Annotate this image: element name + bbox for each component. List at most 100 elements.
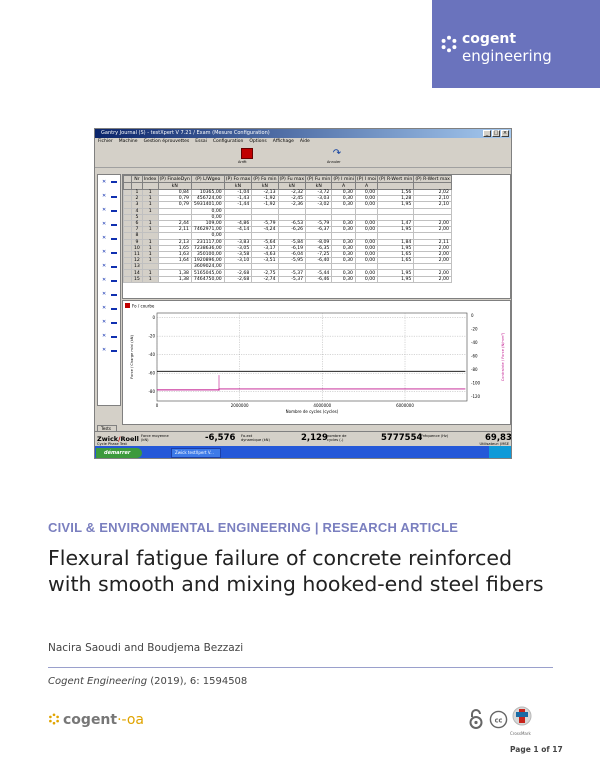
cogent-oa-flower-icon xyxy=(49,713,59,725)
unit-cell: kN xyxy=(157,182,192,190)
chart-title-icon xyxy=(125,303,130,308)
dynamic-value: 2,129 xyxy=(301,433,328,443)
tree-branch xyxy=(111,350,117,352)
svg-text:cc: cc xyxy=(495,716,503,724)
table-cell: 15 xyxy=(131,275,143,283)
y2-tick-label: -120 xyxy=(471,394,481,399)
window-buttons: _ □ × xyxy=(483,130,509,137)
taskbar: démarrer Zwick testXpert V... xyxy=(95,446,511,458)
tab-tests: Tests xyxy=(97,425,117,431)
tree-node-icon: ✕ xyxy=(102,193,107,199)
undo-icon: ↷ xyxy=(332,148,342,159)
unit-cell: kN xyxy=(277,182,307,190)
minimize-icon: _ xyxy=(483,130,491,137)
table-cell: 3609024,00 xyxy=(190,263,225,271)
menu-item: Options xyxy=(249,139,267,144)
tree-node-icon: ✕ xyxy=(102,319,107,325)
tree-node-icon: ✕ xyxy=(102,249,107,255)
brand-word-engineering: engineering xyxy=(462,47,552,65)
y2-tick-label: -60 xyxy=(471,354,478,359)
unit-cell: A xyxy=(331,182,356,190)
stop-icon xyxy=(241,148,253,159)
menu-item: Aide xyxy=(299,139,310,144)
table-cell: 5931401,00 xyxy=(190,201,225,209)
units-corner xyxy=(123,182,132,190)
chart-title: Fo / courbe xyxy=(132,304,155,309)
column-header: (P) Fu min xyxy=(305,175,333,183)
y-tick-label: -60 xyxy=(148,371,155,376)
brand-word-cogent: cogent xyxy=(462,31,517,47)
column-header: (P) Fo min xyxy=(251,175,279,183)
y2-tick-label: -80 xyxy=(471,367,478,372)
column-header: (P) Fu max xyxy=(277,175,307,183)
plot-area xyxy=(156,312,468,402)
taskbar-task: Zwick testXpert V... xyxy=(171,448,221,458)
close-icon: × xyxy=(501,130,509,137)
tree-node-icon: ✕ xyxy=(102,207,107,213)
column-header: (P) L/Wgeo xyxy=(190,175,225,183)
tree-node-icon: ✕ xyxy=(102,305,107,311)
column-header: Nr xyxy=(131,175,143,183)
table-cell: 1,38 xyxy=(157,275,192,283)
x-tick-label: 0 xyxy=(156,403,159,408)
cycles-value: 5777554 xyxy=(381,433,423,443)
crossmark-label: CrossMark xyxy=(510,731,531,736)
article-title: Flexural fatigue failure of concrete rei… xyxy=(48,546,544,596)
tree-branch xyxy=(111,294,117,296)
y2-axis-label: Contrainte / Force (N/mm²) xyxy=(501,332,505,381)
menu-item: Machine xyxy=(118,139,138,144)
results-table-panel: Nr Index (P) FinaleDyn (P) L/Wgeo (P) Fo… xyxy=(122,174,511,299)
menu-bar: Fichier Machine Gestion éprouvettes Essa… xyxy=(95,138,511,146)
y2-tick-label: 0 xyxy=(471,313,474,318)
stop-label: Arrêt xyxy=(238,160,247,164)
unit-cell xyxy=(377,182,415,190)
tree-branch xyxy=(111,252,117,254)
reset-label: Annuler xyxy=(327,160,341,164)
window-title-bar: Gantry Journal (S) - testXpert V 7.21 / … xyxy=(95,129,511,138)
tree-node-icon: ✕ xyxy=(102,333,107,339)
menu-item: Fichier xyxy=(98,139,113,144)
maximize-icon: □ xyxy=(492,130,500,137)
tree-branch xyxy=(111,210,117,212)
citation-details: (2019), 6: 1594508 xyxy=(147,676,248,687)
column-header: (P) R-Wert max xyxy=(413,175,452,183)
software-screenshot-figure: Gantry Journal (S) - testXpert V 7.21 / … xyxy=(94,128,512,459)
y-tick-label: -40 xyxy=(148,352,155,357)
results-table: Nr Index (P) FinaleDyn (P) L/Wgeo (P) Fo… xyxy=(123,175,452,283)
y-tick-label: 0 xyxy=(152,315,155,320)
unit-cell: kN xyxy=(223,182,253,190)
y-tick-label: -20 xyxy=(148,334,155,339)
dynamic-label: Fo-ext dynamique (kN) xyxy=(241,434,270,442)
section-label: CIVIL & ENVIRONMENTAL ENGINEERING | RESE… xyxy=(48,520,459,535)
table-cell: 1 xyxy=(141,275,159,283)
start-button: démarrer xyxy=(96,448,142,458)
creative-commons-icon: cc xyxy=(489,710,508,729)
x-tick-label: 2000000 xyxy=(231,403,249,408)
frequency-label: Fréquence (Hz) xyxy=(421,434,449,438)
x-tick-label: 6000000 xyxy=(396,403,414,408)
unit-cell xyxy=(413,182,452,190)
menu-item: Affichage xyxy=(272,139,294,144)
column-header: (P) I moi xyxy=(354,175,379,183)
column-header: (P) I mini xyxy=(331,175,356,183)
force-value: -6,576 xyxy=(205,433,236,443)
citation: Cogent Engineering (2019), 6: 1594508 xyxy=(48,676,247,687)
frequency-value: 69,83 xyxy=(485,433,512,443)
x-axis-label: Nombre de cycles (cycles) xyxy=(286,409,339,414)
column-header: (P) R-Wert min xyxy=(377,175,415,183)
table-cell: -5,37 xyxy=(277,275,307,283)
menu-item: Configuration xyxy=(212,139,244,144)
tree-node-icon: ✕ xyxy=(102,179,107,185)
tree-node-icon: ✕ xyxy=(102,263,107,269)
tree-branch xyxy=(111,196,117,198)
tree-branch xyxy=(111,336,117,338)
tree-branch xyxy=(111,280,117,282)
user-label: Utilisateur: JMSE xyxy=(479,442,510,446)
unit-cell xyxy=(131,182,143,190)
